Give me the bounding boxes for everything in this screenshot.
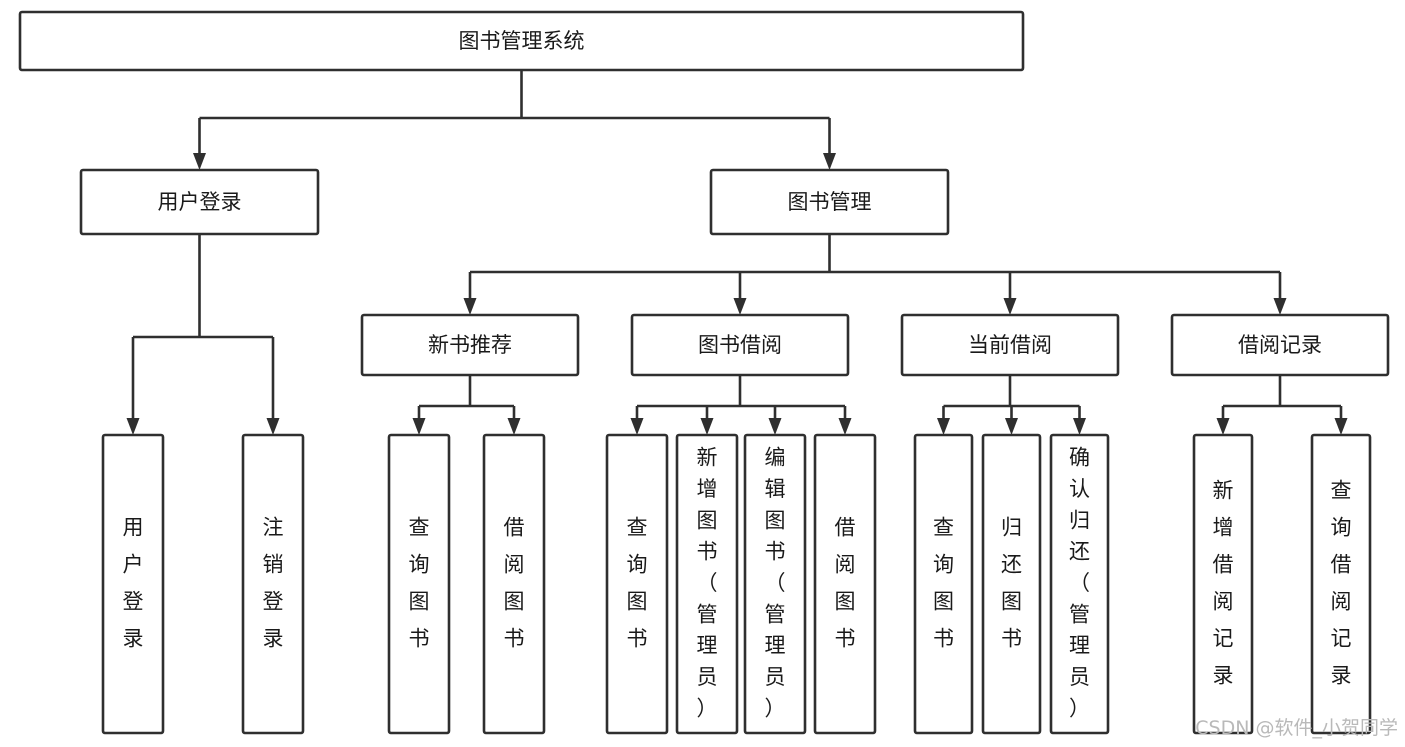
node-leaf-add-borrow-record[interactable]: 新增借阅记录 [1192, 433, 1254, 735]
node-leaf-borrow-book-1[interactable]: 借阅图书 [482, 433, 546, 735]
node-leaf-query-book-1[interactable]: 查询图书 [387, 433, 451, 735]
node-label-new-book-recommend: 新书推荐 [428, 333, 512, 357]
node-box-root[interactable] [18, 10, 1025, 72]
node-leaf-user-login[interactable]: 用户登录 [101, 433, 165, 735]
node-label-leaf-query-book-1: 查询图书 [409, 516, 430, 651]
node-box-leaf-edit-book-admin[interactable] [743, 433, 807, 735]
node-box-leaf-query-book-1[interactable] [387, 433, 451, 735]
node-label-leaf-borrow-book-2: 借阅图书 [835, 516, 856, 651]
node-leaf-confirm-return-admin[interactable]: 确认归还（管理员） [1049, 433, 1110, 735]
node-label-current-borrow: 当前借阅 [968, 333, 1052, 357]
node-leaf-edit-book-admin[interactable]: 编辑图书（管理员） [743, 433, 807, 735]
node-box-borrow-record[interactable] [1170, 313, 1390, 377]
node-box-leaf-logout[interactable] [241, 433, 305, 735]
node-leaf-return-book[interactable]: 归还图书 [981, 433, 1042, 735]
node-label-leaf-query-book-3: 查询图书 [933, 516, 954, 651]
node-leaf-logout[interactable]: 注销登录 [241, 433, 305, 735]
node-label-root: 图书管理系统 [459, 29, 585, 53]
node-box-current-borrow[interactable] [900, 313, 1120, 377]
node-book-manage[interactable]: 图书管理 [709, 168, 950, 236]
node-box-book-borrow[interactable] [630, 313, 850, 377]
connector-c-borrowrecord-bus [1216, 375, 1348, 435]
node-label-leaf-logout: 注销登录 [263, 516, 284, 651]
node-label-book-borrow: 图书借阅 [698, 333, 782, 357]
node-current-borrow[interactable]: 当前借阅 [900, 313, 1120, 377]
node-label-leaf-query-book-2: 查询图书 [627, 516, 648, 651]
csdn-watermark: CSDN @软件_小贺同学 [1195, 717, 1398, 739]
node-leaf-query-book-2[interactable]: 查询图书 [605, 433, 669, 735]
node-label-user-login: 用户登录 [158, 190, 242, 214]
node-new-book-recommend[interactable]: 新书推荐 [360, 313, 580, 377]
node-leaf-borrow-book-2[interactable]: 借阅图书 [813, 433, 877, 735]
node-label-leaf-user-login: 用户登录 [123, 516, 144, 651]
node-leaf-add-book-admin[interactable]: 新增图书（管理员） [675, 433, 739, 735]
connector-c-userlogin-bus [126, 234, 280, 435]
node-label-borrow-record: 借阅记录 [1238, 333, 1322, 357]
edges-layer [126, 70, 1348, 435]
node-box-leaf-return-book[interactable] [981, 433, 1042, 735]
node-box-new-book-recommend[interactable] [360, 313, 580, 377]
node-box-book-manage[interactable] [709, 168, 950, 236]
node-box-leaf-confirm-return-admin[interactable] [1049, 433, 1110, 735]
node-label-leaf-return-book: 归还图书 [1001, 516, 1022, 651]
node-box-leaf-query-book-2[interactable] [605, 433, 669, 735]
node-box-leaf-query-borrow-record[interactable] [1310, 433, 1372, 735]
node-box-leaf-borrow-book-2[interactable] [813, 433, 877, 735]
node-root[interactable]: 图书管理系统 [18, 10, 1025, 72]
node-box-leaf-add-borrow-record[interactable] [1192, 433, 1254, 735]
node-box-leaf-add-book-admin[interactable] [675, 433, 739, 735]
node-label-leaf-borrow-book-1: 借阅图书 [504, 516, 525, 651]
node-user-login[interactable]: 用户登录 [79, 168, 320, 236]
node-label-leaf-add-borrow-record: 新增借阅记录 [1213, 479, 1234, 688]
node-box-leaf-query-book-3[interactable] [913, 433, 974, 735]
node-borrow-record[interactable]: 借阅记录 [1170, 313, 1390, 377]
connector-c-bookborrow-bus [630, 375, 852, 435]
node-leaf-query-book-3[interactable]: 查询图书 [913, 433, 974, 735]
connector-c-currentborrow-bus [937, 375, 1086, 435]
node-leaf-query-borrow-record[interactable]: 查询借阅记录 [1310, 433, 1372, 735]
nodes-layer: 图书管理系统用户登录图书管理新书推荐图书借阅当前借阅借阅记录用户登录注销登录查询… [18, 10, 1390, 735]
connector-c-bookmanage-bus [463, 234, 1287, 315]
node-label-book-manage: 图书管理 [788, 190, 872, 214]
node-label-leaf-query-borrow-record: 查询借阅记录 [1331, 479, 1352, 688]
node-label-leaf-confirm-return-admin: 确认归还（管理员） [1069, 446, 1090, 721]
node-box-leaf-borrow-book-1[interactable] [482, 433, 546, 735]
node-box-user-login[interactable] [79, 168, 320, 236]
connector-c-newbook-bus [412, 375, 521, 435]
node-label-leaf-add-book-admin: 新增图书（管理员） [697, 446, 718, 721]
node-box-leaf-user-login[interactable] [101, 433, 165, 735]
node-label-leaf-edit-book-admin: 编辑图书（管理员） [765, 446, 786, 721]
node-book-borrow[interactable]: 图书借阅 [630, 313, 850, 377]
connector-c-root-bus [193, 70, 836, 170]
